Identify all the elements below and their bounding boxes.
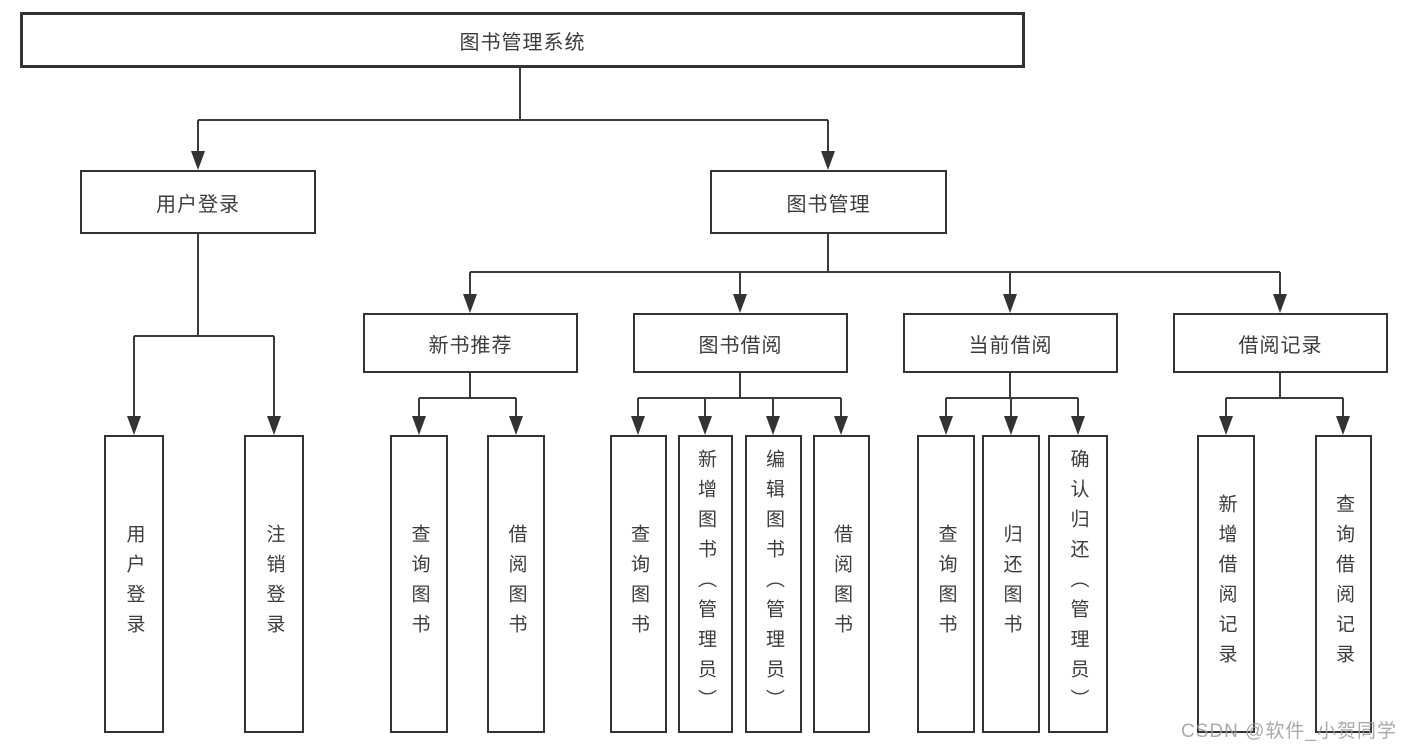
connector-book-borrowing-branch [637,373,842,422]
arrowhead-icon [766,416,780,435]
node-root-library-management-system: 图书管理系统 [20,12,1025,68]
node-label: 图书管理 [786,193,871,216]
leaf-add-books-admin: 新增图书（管理员） [678,435,733,733]
connector-new-book-recommend-branch [418,373,517,422]
leaf-query-borrow-record: 查询借阅记录 [1315,435,1372,733]
node-label: 当前借阅 [968,334,1053,357]
node-label: 查询图书 [935,524,957,644]
node-label: 查询借阅记录 [1333,494,1354,674]
node-label: 用户登录 [156,193,240,216]
node-label: 用户登录 [123,524,145,644]
csdn-watermark: CSDN @软件_小贺同学 [1181,721,1397,742]
node-borrowing-records: 借阅记录 [1173,313,1388,373]
leaf-confirm-return-admin: 确认归还（管理员） [1048,435,1108,733]
arrowhead-icon [733,294,747,313]
arrowhead-icon [509,416,523,435]
node-label: 图书管理系统 [459,31,586,54]
leaf-query-books-borrowing: 查询图书 [610,435,667,733]
arrowhead-icon [463,294,477,313]
arrowhead-icon [631,416,645,435]
node-label: 查询图书 [408,524,430,644]
arrowhead-icon [1003,294,1017,313]
node-book-borrowing: 图书借阅 [633,313,848,373]
arrowhead-icon [834,416,848,435]
arrowhead-icon [1336,416,1350,435]
arrowhead-icon [191,151,205,170]
node-current-borrowing: 当前借阅 [903,313,1118,373]
connector-borrowing-records-branch [1225,373,1344,422]
node-label: 借阅图书 [831,524,852,644]
connector-user-login-branch [133,234,275,422]
node-label: 确认归还（管理员） [1067,449,1089,719]
node-label: 编辑图书（管理员） [763,449,784,719]
leaf-return-books: 归还图书 [982,435,1040,733]
arrowhead-icon [1273,294,1287,313]
leaf-logout: 注销登录 [244,435,304,733]
arrowhead-icon [1004,416,1018,435]
leaf-borrow-books-recommend: 借阅图书 [487,435,545,733]
connector-root-to-level2 [197,68,829,157]
node-label: 图书借阅 [698,334,783,357]
arrowhead-icon [698,416,712,435]
arrowhead-icon [1219,416,1233,435]
leaf-add-borrow-record: 新增借阅记录 [1197,435,1255,733]
arrowhead-icon [267,416,281,435]
leaf-user-login: 用户登录 [104,435,164,733]
node-user-login: 用户登录 [80,170,316,234]
leaf-query-books-current: 查询图书 [917,435,975,733]
node-label: 查询图书 [628,524,649,644]
connector-current-borrowing-branch [945,373,1079,422]
node-label: 借阅记录 [1238,334,1323,357]
connector-book-management-branch [469,234,1281,300]
node-label: 注销登录 [263,524,285,644]
node-new-book-recommend: 新书推荐 [363,313,578,373]
node-label: 归还图书 [1000,524,1022,644]
node-book-management: 图书管理 [710,170,947,234]
arrowheads [127,151,1350,435]
leaf-edit-books-admin: 编辑图书（管理员） [745,435,802,733]
arrowhead-icon [127,416,141,435]
node-label: 借阅图书 [505,524,527,644]
node-label: 新增图书（管理员） [695,449,716,719]
arrowhead-icon [821,151,835,170]
arrowhead-icon [939,416,953,435]
node-label: 新书推荐 [428,334,513,357]
node-label: 新增借阅记录 [1215,494,1237,674]
leaf-borrow-books-borrowing: 借阅图书 [813,435,870,733]
arrowhead-icon [412,416,426,435]
arrowhead-icon [1071,416,1085,435]
leaf-query-books-recommend: 查询图书 [390,435,448,733]
